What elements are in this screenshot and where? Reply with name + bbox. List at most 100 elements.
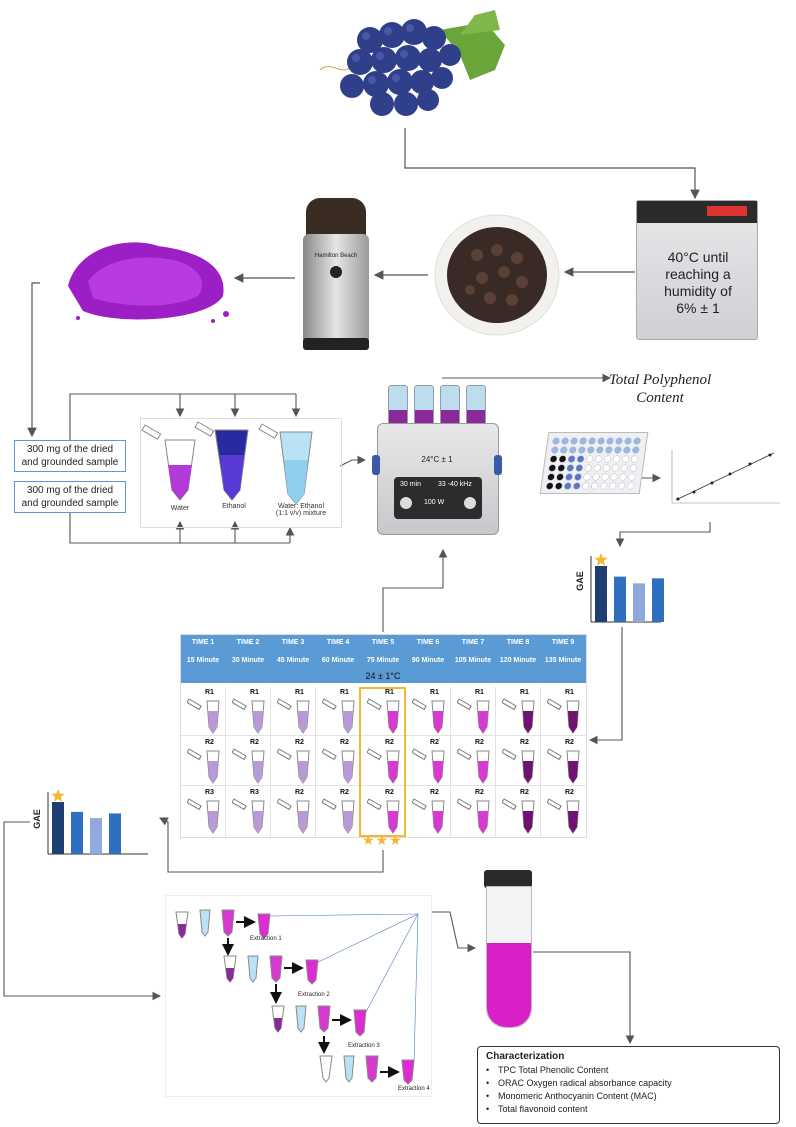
replicate-label: R2 bbox=[565, 789, 574, 796]
plate-well bbox=[600, 482, 608, 490]
replicate-label: R2 bbox=[385, 739, 394, 746]
ultrasonic-bath: 24°C ± 1 30 min 33 -40 kHz 100 W bbox=[372, 385, 502, 535]
sample-tube bbox=[502, 798, 535, 834]
bath-freq: 33 -40 kHz bbox=[438, 481, 472, 488]
replicate-label: R2 bbox=[565, 739, 574, 746]
plate-well bbox=[557, 464, 565, 472]
sample-tube bbox=[187, 748, 220, 784]
plate-well bbox=[613, 455, 621, 463]
plate-well bbox=[597, 437, 605, 445]
bath-time: 30 min bbox=[400, 481, 422, 488]
gae-bar bbox=[109, 813, 121, 854]
plate-well bbox=[588, 437, 596, 445]
characterization-box: Characterization TPC Total Phenolic Cont… bbox=[477, 1046, 780, 1124]
plate-well bbox=[623, 446, 631, 454]
time-header-cell: TIME 9 bbox=[551, 639, 575, 646]
plate-well bbox=[602, 464, 610, 472]
bath-handle-left bbox=[372, 455, 380, 475]
plate-well bbox=[605, 446, 613, 454]
plate-well bbox=[561, 437, 569, 445]
oven-condition-text: 40°C until reaching a humidity of 6% ± 1 bbox=[664, 249, 732, 316]
sample-tube bbox=[412, 798, 445, 834]
sample-tube bbox=[277, 698, 310, 734]
plate-well bbox=[568, 455, 576, 463]
gae-bar bbox=[52, 802, 64, 854]
sample-tube bbox=[412, 698, 445, 734]
replicate-label: R2 bbox=[295, 739, 304, 746]
time-table-header bbox=[181, 635, 586, 683]
replicate-label: R2 bbox=[520, 739, 529, 746]
plate-well bbox=[606, 437, 614, 445]
characterization-title: Characterization bbox=[486, 1051, 565, 1062]
sample-tube bbox=[367, 798, 400, 834]
grinder-base bbox=[303, 338, 369, 350]
solvent-panel bbox=[140, 418, 342, 528]
time-header-cell: TIME 2 bbox=[236, 639, 260, 646]
gae-axis-label-1: GAE bbox=[575, 571, 585, 591]
characterization-item: Monomeric Anthocyanin Content (MAC) bbox=[486, 1090, 771, 1103]
sample-tube bbox=[277, 798, 310, 834]
star-icon bbox=[51, 789, 65, 802]
plate-well bbox=[550, 455, 558, 463]
sample-tube bbox=[502, 748, 535, 784]
oven-display bbox=[707, 206, 747, 216]
calibration-curve bbox=[660, 445, 785, 515]
replicate-label: R1 bbox=[340, 689, 349, 696]
plate-well bbox=[604, 455, 612, 463]
plate-well bbox=[587, 446, 595, 454]
plate-well bbox=[586, 455, 594, 463]
column-divider bbox=[540, 687, 541, 837]
replicate-label: R1 bbox=[250, 689, 259, 696]
label-ethanol: Ethanol bbox=[222, 503, 246, 510]
knob-left bbox=[400, 497, 412, 509]
plate-well bbox=[627, 482, 635, 490]
sample-tube bbox=[457, 798, 490, 834]
replicate-label: R3 bbox=[250, 789, 259, 796]
flask-rack bbox=[388, 385, 488, 430]
characterization-item: Total flavonoid content bbox=[486, 1103, 771, 1116]
column-divider bbox=[495, 687, 496, 837]
plate-well bbox=[593, 464, 601, 472]
replicate-label: R2 bbox=[430, 739, 439, 746]
gae-bar bbox=[71, 811, 83, 854]
sample-tube bbox=[232, 798, 265, 834]
plate-well bbox=[620, 464, 628, 472]
plate-well bbox=[631, 455, 639, 463]
minute-header-cell: 90 Minute bbox=[411, 657, 445, 664]
plate-well bbox=[622, 455, 630, 463]
replicate-label: R2 bbox=[250, 739, 259, 746]
plate-well bbox=[624, 437, 632, 445]
plate-well bbox=[595, 455, 603, 463]
plate-well bbox=[559, 455, 567, 463]
bath-handle-right bbox=[494, 455, 502, 475]
time-header-cell: TIME 5 bbox=[371, 639, 395, 646]
replicate-label: R2 bbox=[385, 789, 394, 796]
extraction-1-label: Extraction 1 bbox=[250, 936, 282, 942]
plate-well bbox=[547, 473, 555, 481]
grape-bunch-image bbox=[310, 0, 510, 128]
column-divider bbox=[270, 687, 271, 837]
time-header-cell: TIME 1 bbox=[191, 639, 215, 646]
falcon-cap bbox=[484, 870, 532, 888]
extraction-3-label: Extraction 3 bbox=[348, 1043, 380, 1049]
sample-tube bbox=[547, 748, 580, 784]
sample-tube bbox=[277, 748, 310, 784]
bath-control-panel: 30 min 33 -40 kHz 100 W bbox=[394, 477, 482, 519]
plate-well bbox=[628, 473, 636, 481]
plate-well bbox=[633, 437, 641, 445]
plate-well bbox=[552, 437, 560, 445]
plate-well bbox=[615, 437, 623, 445]
plate-well bbox=[618, 482, 626, 490]
incubator-oven: 40°C until reaching a humidity of 6% ± 1 bbox=[636, 200, 758, 340]
plate-well bbox=[584, 464, 592, 472]
gae-chart-1: GAE bbox=[575, 548, 665, 628]
plate-well bbox=[564, 482, 572, 490]
minute-header-cell: 15 Minute bbox=[186, 657, 220, 664]
sample-tube bbox=[457, 698, 490, 734]
plate-well bbox=[560, 446, 568, 454]
replicate-label: R1 bbox=[205, 689, 214, 696]
falcon-liquid bbox=[487, 943, 531, 1027]
replicate-label: R1 bbox=[520, 689, 529, 696]
